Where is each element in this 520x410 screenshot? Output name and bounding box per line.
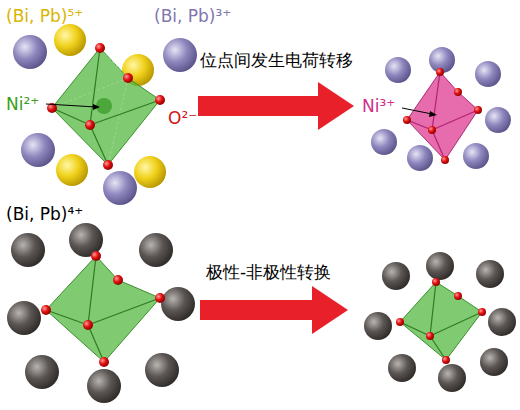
- bi-pb-spheres: [13, 24, 197, 205]
- ni-octahedron: [47, 43, 165, 170]
- ion-label: (Bi, Pb)⁴⁺: [6, 204, 83, 224]
- ni-octahedron: [396, 278, 486, 364]
- ion-label: Ni²⁺: [6, 94, 39, 114]
- leader-line: [402, 108, 437, 117]
- ni-octahedron: [403, 68, 482, 164]
- ion-label: (Bi, Pb)⁵⁺: [6, 6, 83, 26]
- process-arrow: [198, 82, 354, 130]
- bi-pb-spheres: [364, 252, 516, 392]
- ion-label: O²⁻: [168, 108, 197, 128]
- bi-pb-spheres: [7, 223, 195, 403]
- ion-label: (Bi, Pb)³⁺: [154, 6, 231, 26]
- process-label: 极性-非极性转换: [206, 262, 331, 282]
- ni-octahedron: [41, 251, 165, 367]
- leader-line: [46, 104, 100, 110]
- ion-label: Ni³⁺: [362, 96, 395, 116]
- process-arrow: [200, 286, 348, 334]
- process-label: 位点间发生电荷转移: [200, 50, 353, 70]
